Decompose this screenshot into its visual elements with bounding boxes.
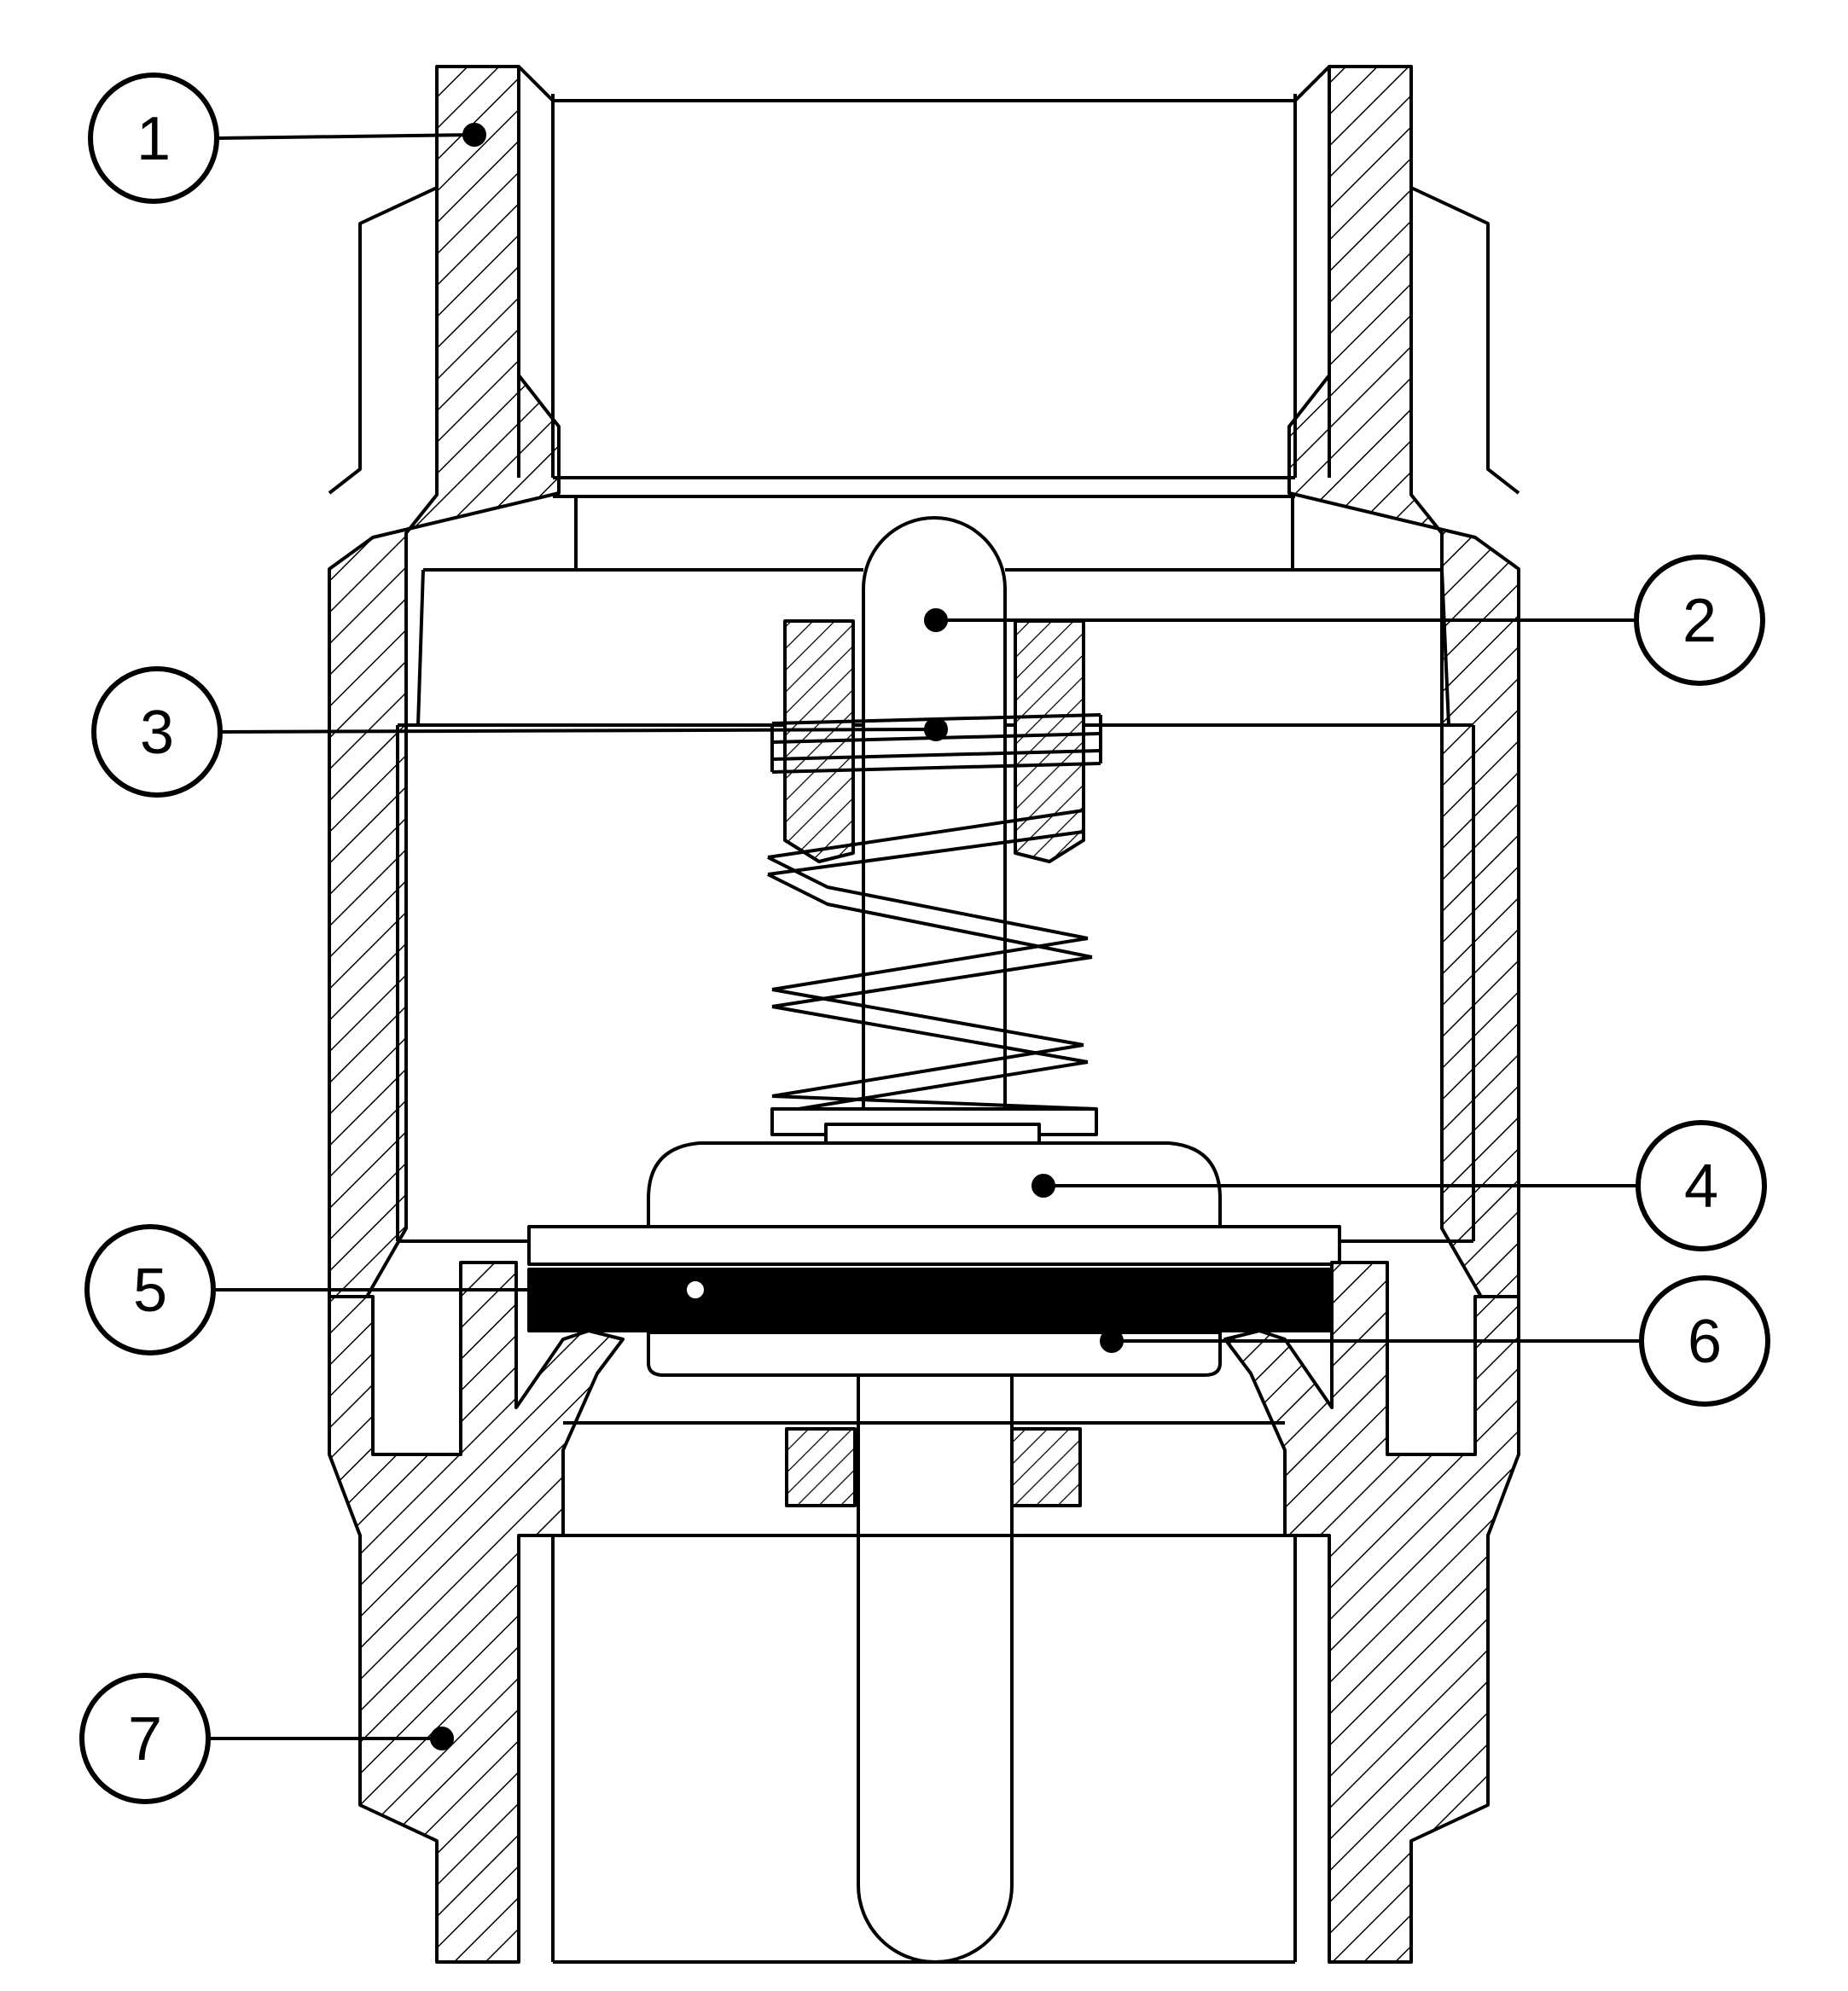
body-lower-right xyxy=(1223,1261,1520,1964)
callout-1: 1 xyxy=(88,73,219,204)
retainer xyxy=(647,1331,1222,1377)
seal-ring xyxy=(527,1268,1341,1332)
guide-bushing xyxy=(783,619,1085,1507)
leader-lines xyxy=(208,133,1642,1740)
callout-4-label: 4 xyxy=(1684,1152,1718,1221)
callout-7-label: 7 xyxy=(128,1705,162,1773)
body-upper-left-wall xyxy=(328,65,561,1298)
callout-5-label: 5 xyxy=(133,1257,167,1325)
body-lower-left xyxy=(328,1261,625,1964)
leader-1 xyxy=(216,133,475,140)
valve-stem xyxy=(857,516,1014,1964)
callout-3: 3 xyxy=(91,666,223,798)
stem-lower xyxy=(857,1363,1014,1964)
disc-cap xyxy=(527,1123,1341,1266)
callout-5: 5 xyxy=(84,1224,216,1355)
leader-3 xyxy=(219,728,937,734)
callout-badges: 1 2 3 4 5 6 7 xyxy=(79,73,1770,1804)
callout-4: 4 xyxy=(1636,1120,1767,1251)
stem-upper xyxy=(862,516,1007,1128)
callout-6: 6 xyxy=(1639,1275,1770,1407)
leader-dots xyxy=(430,123,1124,1750)
callout-3-label: 3 xyxy=(140,699,174,767)
valve-body-lower xyxy=(328,1261,1520,1964)
body-upper-right-wall xyxy=(1287,65,1520,1298)
callout-1-label: 1 xyxy=(137,105,171,173)
callout-7: 7 xyxy=(79,1673,211,1804)
valve-body-upper xyxy=(328,65,1520,1298)
callout-2: 2 xyxy=(1634,554,1765,686)
callout-2-label: 2 xyxy=(1682,587,1717,655)
callout-6-label: 6 xyxy=(1688,1308,1722,1376)
